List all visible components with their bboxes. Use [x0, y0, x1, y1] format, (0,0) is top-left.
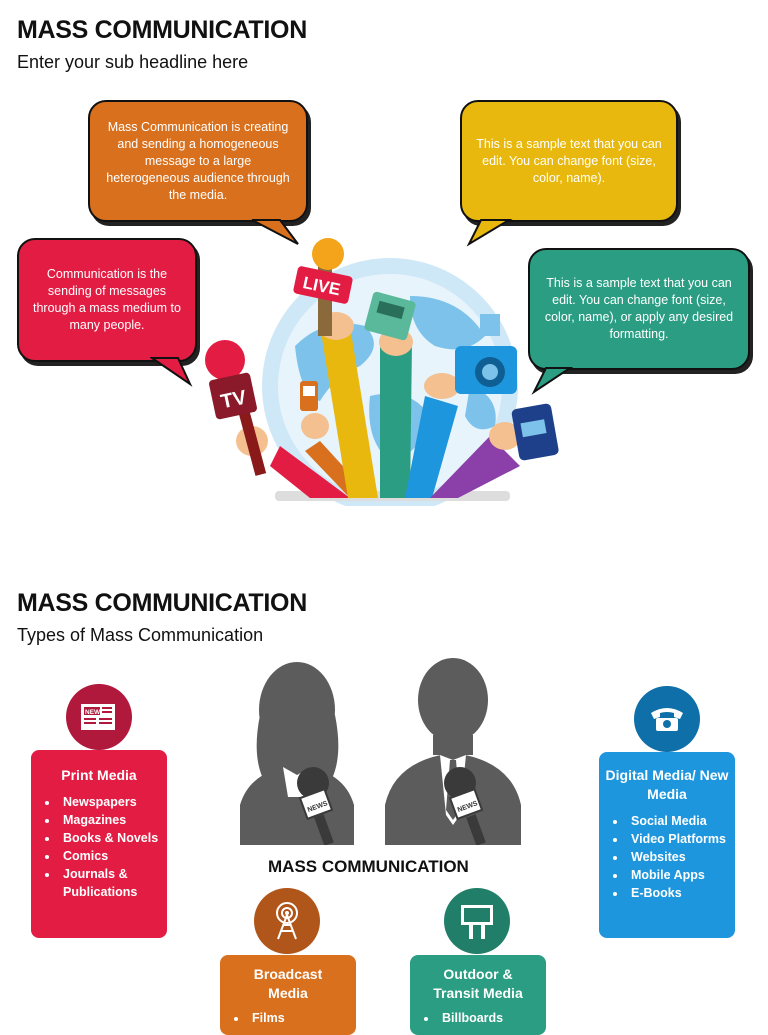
sample-bubble-teal-tail	[531, 367, 574, 395]
sample-bubble-yellow-tail	[466, 219, 513, 247]
definition-bubble-tail	[251, 219, 299, 245]
microphone-icon-left: NEWS	[297, 767, 334, 845]
print-media-title: Print Media	[61, 767, 137, 783]
list-item: E-Books	[627, 884, 735, 902]
digital-media-title: Digital Media/ New Media	[605, 767, 729, 802]
microphone-icon-right: NEWS	[444, 767, 486, 845]
communication-bubble-text: Communication is the sending of messages…	[33, 267, 181, 332]
list-item: Websites	[627, 848, 735, 866]
print-media-icon-circle: NEWS	[66, 684, 132, 750]
antenna-icon	[276, 902, 298, 940]
slide1-title: MASS COMMUNICATION	[17, 16, 307, 44]
communication-bubble-tail	[150, 357, 193, 387]
list-item: Magazines	[59, 811, 167, 829]
print-media-card: Print Media Newspapers Magazines Books &…	[31, 750, 167, 938]
tv-microphone-icon: TV	[205, 340, 267, 476]
center-label: MASS COMMUNICATION	[268, 857, 469, 876]
broadcast-media-title: Broadcast Media	[253, 966, 323, 1001]
outdoor-media-title: Outdoor & Transit Media	[433, 966, 523, 1001]
digital-media-card: Digital Media/ New Media Social Media Vi…	[599, 752, 735, 938]
phone-icon	[300, 381, 318, 411]
broadcast-media-list: Films	[220, 1009, 356, 1027]
broadcast-media-card: Broadcast Media Films	[220, 955, 356, 1035]
broadcast-media-icon-circle	[254, 888, 320, 954]
recorder-icon	[364, 291, 416, 341]
slide2-title: MASS COMMUNICATION	[17, 589, 307, 617]
sample-bubble-teal: This is a sample text that you can edit.…	[528, 248, 750, 370]
digital-media-list: Social Media Video Platforms Websites Mo…	[599, 812, 735, 902]
sample-bubble-teal-text: This is a sample text that you can edit.…	[544, 276, 734, 341]
newspaper-icon: NEWS	[81, 704, 115, 730]
communication-bubble: Communication is the sending of messages…	[17, 238, 197, 362]
list-item: Billboards	[438, 1009, 546, 1027]
list-item: Films	[248, 1009, 356, 1027]
camera-icon	[455, 314, 517, 394]
sample-bubble-yellow: This is a sample text that you can edit.…	[460, 100, 678, 222]
newspaper-news-label: NEWS	[85, 709, 105, 716]
telephone-icon	[651, 708, 683, 731]
list-item: Books & Novels	[59, 829, 167, 847]
billboard-icon	[461, 905, 493, 939]
list-item: Social Media	[627, 812, 735, 830]
live-microphone-icon: LIVE	[293, 238, 353, 336]
list-item: Newspapers	[59, 793, 167, 811]
reporters-illustration: NEWS NEWS	[240, 658, 521, 845]
list-item: Comics	[59, 847, 167, 865]
slide1-subtitle: Enter your sub headline here	[17, 52, 249, 72]
list-item: Journals & Publications	[59, 865, 167, 901]
sample-bubble-yellow-text: This is a sample text that you can edit.…	[476, 136, 662, 185]
definition-bubble-text: Mass Communication is creating and sendi…	[106, 119, 290, 202]
print-media-list: Newspapers Magazines Books & Novels Comi…	[31, 793, 167, 901]
digital-media-icon-circle	[634, 686, 700, 752]
dictaphone-icon	[511, 403, 559, 461]
tv-label: TV	[219, 386, 249, 413]
arms-icon	[270, 326, 520, 498]
outdoor-media-card: Outdoor & Transit Media Billboards	[410, 955, 546, 1035]
definition-bubble: Mass Communication is creating and sendi…	[88, 100, 308, 222]
list-item: Mobile Apps	[627, 866, 735, 884]
female-reporter-icon	[240, 662, 354, 845]
outdoor-media-list: Billboards	[410, 1009, 546, 1027]
media-hands-illustration: LIVE TV	[205, 238, 559, 506]
outdoor-media-icon-circle	[444, 888, 510, 954]
slide2-subtitle: Types of Mass Communication	[17, 625, 264, 645]
list-item: Video Platforms	[627, 830, 735, 848]
